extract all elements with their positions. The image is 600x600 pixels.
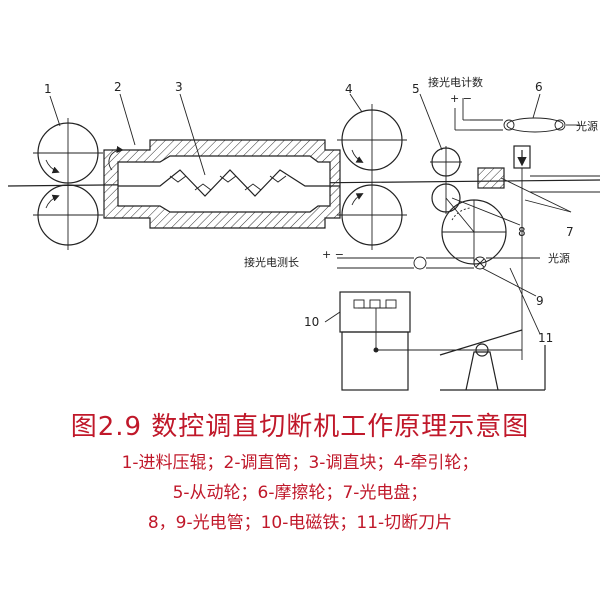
friction-wheel [454, 98, 580, 133]
callout-3: 3 [175, 80, 183, 94]
callout-7: 7 [566, 225, 574, 239]
legend-line-1: 1-进料压辊；2-调直筒；3-调直块；4-牵引轮； [121, 453, 479, 473]
legend-line-3: 8，9-光电管；10-电磁铁；11-切断刀片 [147, 513, 453, 533]
photo-tube-upper [477, 145, 531, 360]
callout-10: 10 [304, 315, 319, 329]
photo-counter-label: 接光电计数 [428, 75, 483, 89]
traction-wheels [337, 104, 407, 250]
light-source-top-label: 光源 [576, 119, 598, 133]
figure-title: 图2.9 数控调直切断机工作原理示意图 [70, 412, 530, 442]
callout-8: 8 [518, 225, 526, 239]
driven-wheels [430, 146, 462, 214]
plus-minus-top: + − [450, 92, 472, 105]
photo-length-label: 接光电测长 [244, 255, 299, 269]
legend-line-2: 5-从动轮；6-摩擦轮；7-光电盘； [172, 483, 428, 503]
plus-minus-mid: + − [322, 248, 344, 261]
photo-tube-lower [337, 256, 540, 270]
callout-1: 1 [44, 82, 52, 96]
light-source-mid-label: 光源 [548, 251, 570, 265]
callout-6: 6 [535, 80, 543, 94]
straightening-blocks [118, 169, 340, 197]
feed-rollers [33, 118, 103, 250]
callout-11: 11 [538, 331, 553, 345]
callout-5: 5 [412, 82, 420, 96]
straightening-cylinder [103, 139, 341, 229]
callout-2: 2 [114, 80, 122, 94]
callout-9: 9 [536, 294, 544, 308]
electromagnet [339, 291, 522, 391]
leader-lines [49, 93, 572, 335]
callout-4: 4 [345, 82, 353, 96]
cutting-blade [439, 329, 546, 391]
photoelectric-disc [441, 197, 507, 265]
